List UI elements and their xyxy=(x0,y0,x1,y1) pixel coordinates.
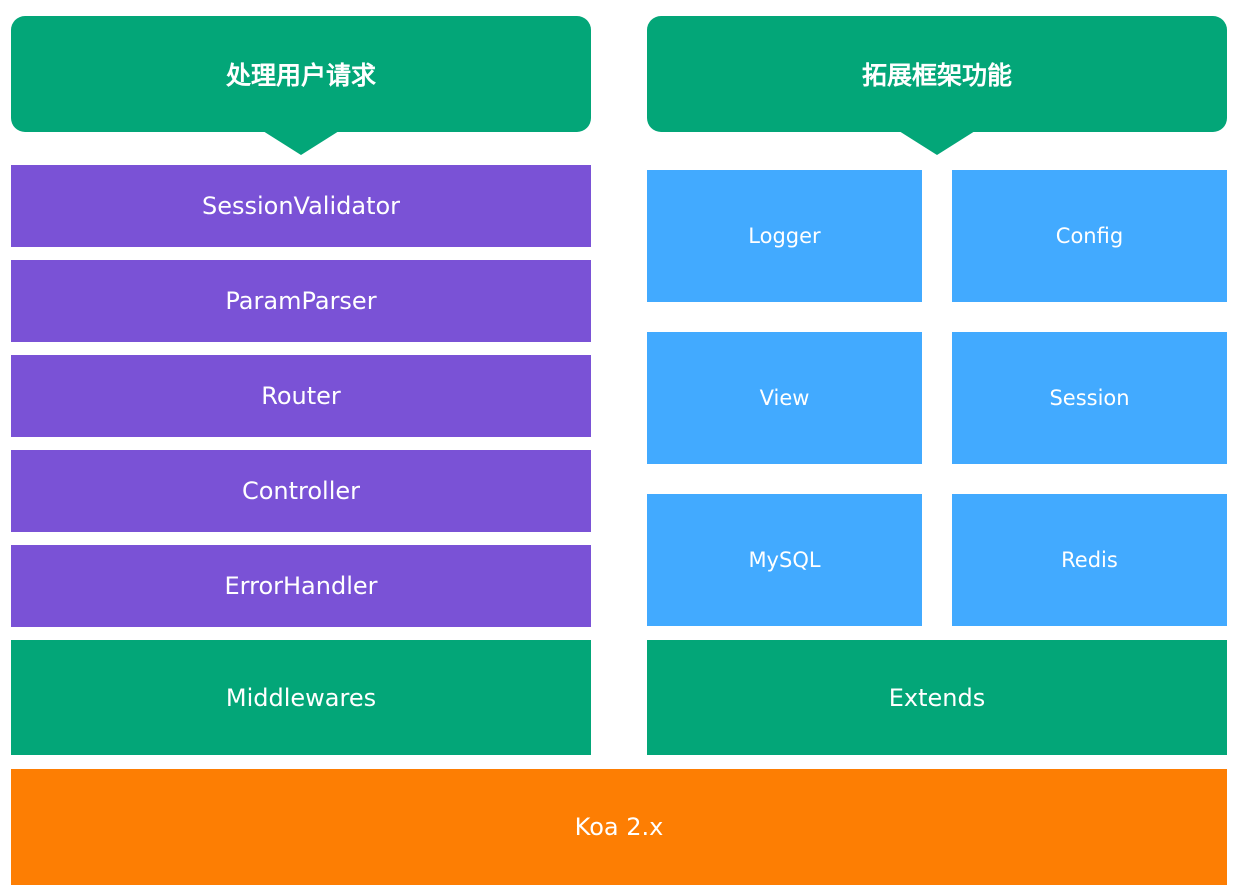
extend-session: Session xyxy=(952,332,1227,464)
middleware-error-handler: ErrorHandler xyxy=(11,545,591,627)
middleware-label: ErrorHandler xyxy=(224,572,378,600)
middleware-label: Router xyxy=(261,382,341,410)
extend-label: Config xyxy=(1055,224,1124,248)
middleware-param-parser: ParamParser xyxy=(11,260,591,342)
middleware-label: ParamParser xyxy=(225,287,377,315)
middlewares-layer: Middlewares xyxy=(11,640,591,755)
middleware-label: Controller xyxy=(241,477,361,505)
extend-logger: Logger xyxy=(647,170,922,302)
extends-layer: Extends xyxy=(647,640,1227,755)
extend-config: Config xyxy=(952,170,1227,302)
middleware-label: SessionValidator xyxy=(201,192,401,220)
koa-foundation-label: Koa 2.x xyxy=(574,813,664,841)
extend-mysql: MySQL xyxy=(647,494,922,626)
header-extend-framework-label: 拓展框架功能 xyxy=(861,61,1012,90)
extend-redis: Redis xyxy=(952,494,1227,626)
koa-foundation-layer: Koa 2.x xyxy=(11,769,1227,885)
header-extend-framework: 拓展框架功能 xyxy=(647,16,1227,132)
header-handle-requests-pointer xyxy=(263,131,339,155)
extend-view: View xyxy=(647,332,922,464)
middlewares-layer-label: Middlewares xyxy=(225,683,377,712)
header-extend-framework-pointer xyxy=(899,131,975,155)
extend-label: MySQL xyxy=(748,548,821,572)
middleware-router: Router xyxy=(11,355,591,437)
header-handle-requests-label: 处理用户请求 xyxy=(225,61,376,90)
extend-label: Session xyxy=(1049,386,1130,410)
extend-label: View xyxy=(759,386,810,410)
header-handle-requests: 处理用户请求 xyxy=(11,16,591,132)
extend-label: Logger xyxy=(748,224,821,248)
extend-label: Redis xyxy=(1061,548,1118,572)
extends-layer-label: Extends xyxy=(888,683,986,712)
middleware-session-validator: SessionValidator xyxy=(11,165,591,247)
middleware-controller: Controller xyxy=(11,450,591,532)
